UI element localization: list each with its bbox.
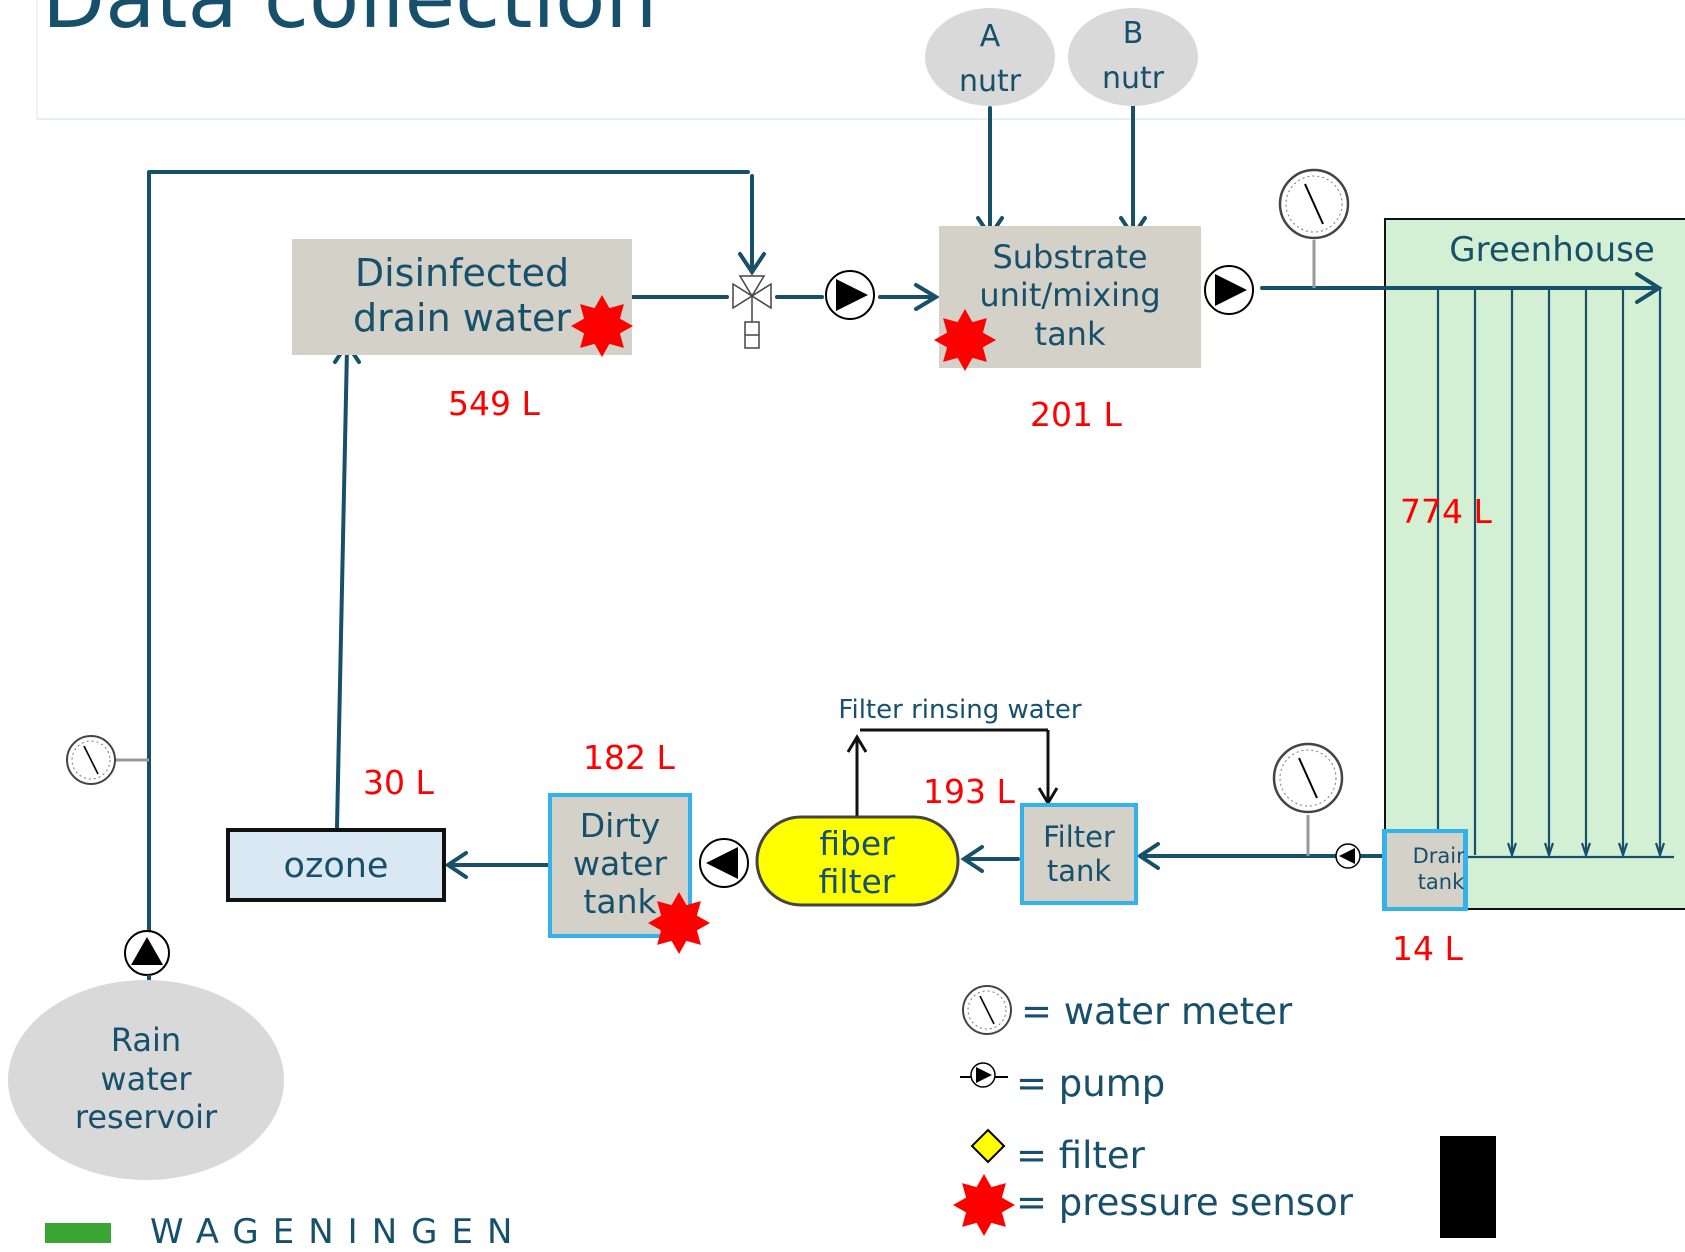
wageningen-logo-text: WAGENINGEN: [150, 1212, 527, 1252]
water-meter-icon: [66, 735, 149, 785]
drain-tank-label-line2: tank: [1418, 870, 1465, 894]
legend-label-pump: = pump: [1016, 1062, 1165, 1105]
legend-item-pump: = pump: [960, 1062, 1165, 1105]
water-meter-icon: [1278, 168, 1350, 288]
fiber-filter: fiber filter: [755, 815, 960, 907]
legend-item-water-meter: = water meter: [962, 985, 1293, 1035]
disinfected-drain-water-tank: Disinfected drain water: [292, 239, 633, 357]
volume-labels: 549 L 201 L 774 L 14 L 193 L 182 L 30 L: [363, 384, 1492, 968]
pressure-sensor-icon: [648, 892, 710, 954]
greenhouse: Greenhouse: [1384, 218, 1685, 910]
filter-icon: [970, 1128, 1006, 1164]
filter-tank-label-line2: tank: [1047, 854, 1112, 888]
nutrient-b: B nutr: [1068, 8, 1198, 106]
greenhouse-area: [1384, 218, 1685, 910]
pump-icon: [1335, 843, 1361, 869]
legend-item-filter: = filter: [970, 1128, 1146, 1177]
greenhouse-label: Greenhouse: [1449, 230, 1655, 270]
nutrient-a: A nutr: [925, 8, 1055, 106]
pump-icon: [970, 1062, 996, 1088]
volume-filter-tank: 193 L: [923, 772, 1015, 811]
pressure-sensor-icon: [953, 1174, 1015, 1236]
legend-label-water-meter: = water meter: [1021, 990, 1293, 1033]
disinfected-label-line2: drain water: [353, 296, 571, 340]
flow-lines: [147, 104, 1663, 984]
nutrient-b-word: nutr: [1102, 61, 1165, 96]
nutrient-a-word: nutr: [959, 64, 1022, 99]
title-border: [36, 0, 38, 120]
title-divider: [36, 118, 1685, 120]
reservoir-label-line3: reservoir: [75, 1098, 218, 1136]
fiber-filter-label-line1: fiber: [819, 824, 895, 863]
substrate-label-line1: Substrate: [992, 238, 1147, 276]
drip-lines: [1436, 288, 1674, 859]
drain-tank-label-line1: Drain: [1413, 844, 1470, 868]
volume-dirty-water: 182 L: [583, 738, 675, 777]
filter-rinsing-loop: [846, 728, 1059, 817]
filter-rinsing-water-label: Filter rinsing water: [838, 695, 1081, 725]
ozone-label: ozone: [284, 846, 389, 886]
nutrient-b-letter: B: [1123, 16, 1144, 51]
water-meter-icon: [1272, 742, 1344, 856]
drain-tank-border: [1382, 829, 1468, 911]
filter-tank-label-line1: Filter: [1043, 820, 1115, 854]
nutrient-a-letter: A: [980, 19, 1001, 54]
legend-item-pressure-sensor: = pressure sensor: [953, 1174, 1354, 1236]
dirty-water-label-line3: tank: [583, 882, 657, 921]
substrate-label-line3: tank: [1035, 315, 1106, 353]
volume-disinfected: 549 L: [448, 384, 540, 423]
pump-icon: [699, 838, 749, 888]
fiber-filter-label-line2: filter: [819, 862, 896, 901]
volume-substrate: 201 L: [1030, 395, 1122, 434]
volume-drain-tank: 14 L: [1392, 929, 1463, 968]
drain-tank: Drain tank: [1383, 829, 1470, 911]
ozone-unit: ozone: [226, 828, 446, 902]
black-block: [1440, 1136, 1496, 1238]
rain-water-reservoir: Rain water reservoir: [8, 975, 284, 1180]
legend: = water meter = pump = filter = pressure…: [953, 985, 1354, 1236]
water-meter-icon: [962, 985, 1012, 1035]
legend-label-filter: = filter: [1016, 1134, 1146, 1177]
volume-greenhouse: 774 L: [1400, 492, 1492, 531]
pressure-sensor-icon: [934, 309, 996, 371]
volume-ozone: 30 L: [363, 763, 434, 802]
dirty-water-label-line1: Dirty: [580, 806, 661, 845]
reservoir-label-line1: Rain: [111, 1021, 181, 1059]
pump-icon: [124, 930, 170, 976]
substrate-label-line2: unit/mixing: [979, 276, 1160, 314]
pump-icon: [825, 270, 875, 320]
page-title: Data collection: [42, 0, 657, 47]
pump-icon: [1204, 265, 1254, 315]
filter-tank: Filter tank: [1020, 803, 1138, 905]
dirty-water-tank: Dirty water tank: [548, 793, 710, 954]
wageningen-logo-mark: [45, 1223, 111, 1243]
reservoir-label-line2: water: [100, 1060, 192, 1098]
substrate-mixing-tank: Substrate unit/mixing tank: [934, 226, 1201, 371]
three-way-valve-icon: [732, 275, 772, 349]
legend-label-pressure-sensor: = pressure sensor: [1016, 1181, 1354, 1224]
disinfected-label-line1: Disinfected: [355, 251, 569, 295]
dirty-water-label-line2: water: [573, 844, 667, 883]
pressure-sensor-icon: [571, 295, 633, 357]
